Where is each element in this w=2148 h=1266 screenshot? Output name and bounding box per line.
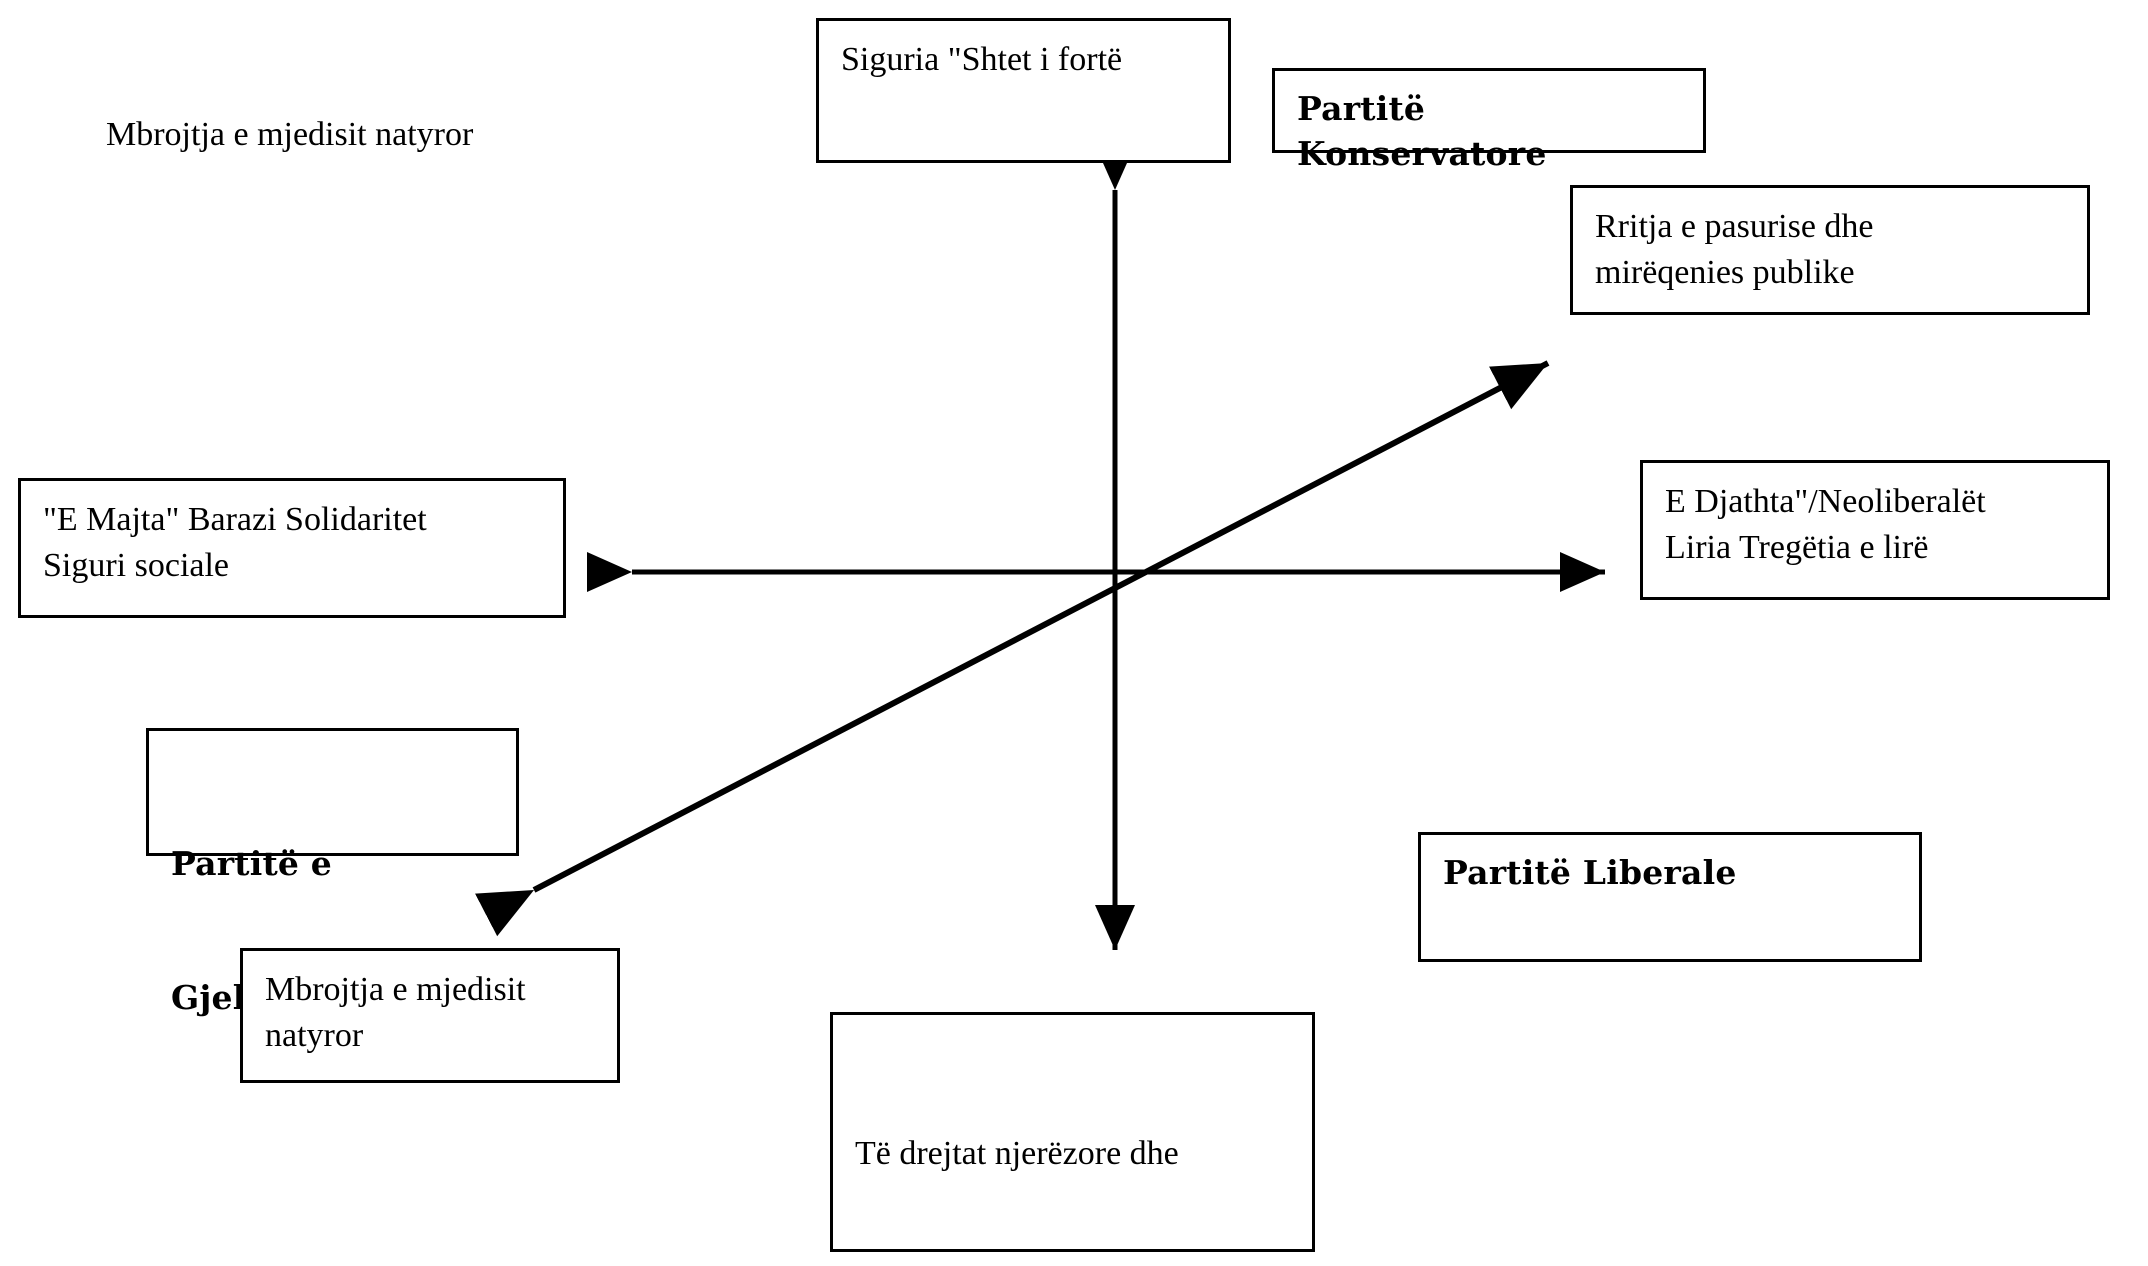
box-human-rights-and-freedom: Të drejtat njerëzore dhe civile Liria pe… [830,1012,1315,1252]
box-right-wing: E Djathta"/Neoliberalët Liria Tregëtia e… [1640,460,2110,600]
box-left-wing: "E Majta" Barazi Solidaritet Siguri soci… [18,478,566,618]
box-wealth-and-public-welfare: Rritja e pasurise dhe mirëqenies publike [1570,185,2090,315]
diagonal-axis-line [475,360,1550,937]
green-party-line-1: Partitë e [171,844,332,884]
box-conservative-parties: Partitë Konservatore [1272,68,1706,173]
box-environment-protection: Mbrojtja e mjedisit natyror [240,948,620,1083]
box-state-security: Siguria "Shtet i fortë [816,18,1231,163]
box-liberal-parties: Partitë Liberale [1418,832,1922,962]
human-rights-line-1: Të drejtat njerëzore dhe [855,1134,1179,1172]
label-environment-protection-top-left: Mbrojtja e mjedisit natyror [106,116,474,153]
box-green-parties: Partitë e Gjelbërta [146,728,519,1017]
